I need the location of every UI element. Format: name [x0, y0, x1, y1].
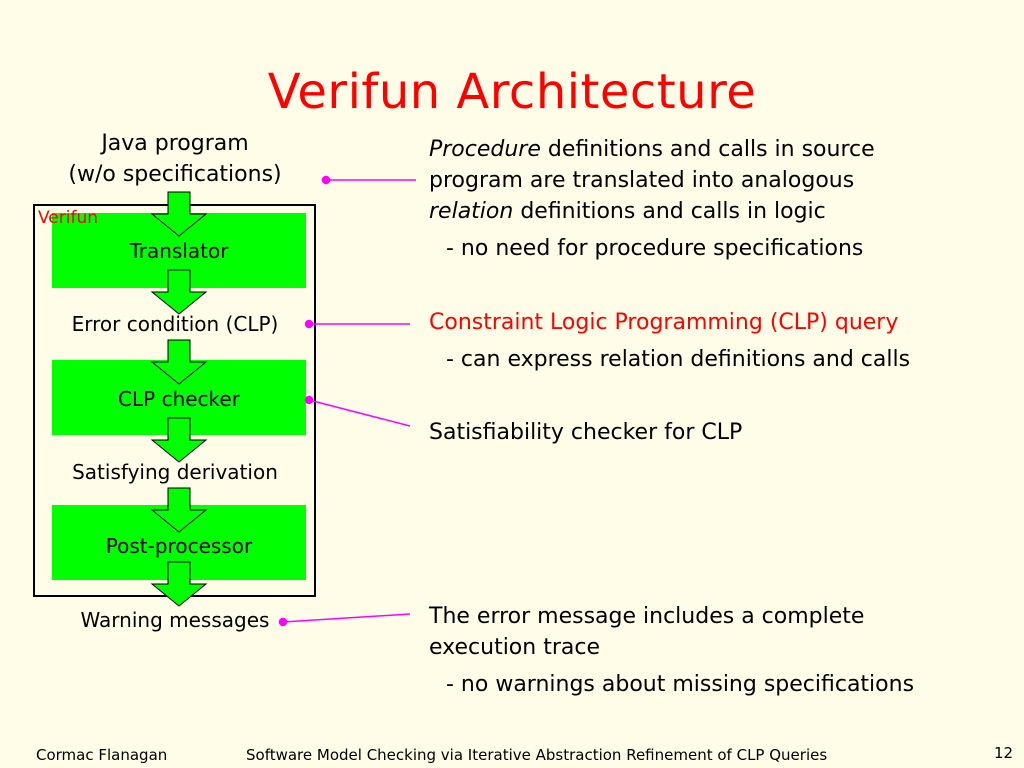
slide-title: Verifun Architecture: [267, 64, 757, 120]
connector-line: [282, 613, 411, 623]
input-label-line2: (w/o specifications): [68, 162, 282, 187]
note-text: definitions and calls in logic: [513, 199, 826, 224]
checker-note: Satisfiability checker for CLP: [429, 420, 743, 445]
output-subnote: - no warnings about missing specificatio…: [446, 672, 915, 697]
emphasis-procedure: Procedure: [429, 137, 541, 162]
footer-title: Software Model Checking via Iterative Ab…: [246, 746, 828, 764]
satisfying-derivation-label: Satisfying derivation: [72, 460, 278, 484]
translator-note-line2: program are translated into analogous: [429, 168, 855, 193]
flow-arrow: [150, 339, 208, 385]
flow-arrow: [150, 561, 208, 607]
error-condition-label: Error condition (CLP): [71, 312, 279, 336]
clp-checker-label: CLP checker: [118, 387, 240, 411]
flow-arrow: [150, 191, 208, 237]
input-label: Java program (w/o specifications): [45, 128, 305, 190]
translator-note: Procedure definitions and calls in sourc…: [429, 134, 875, 227]
page-number: 12: [994, 744, 1014, 762]
connector-dot: [304, 395, 314, 405]
footer-author: Cormac Flanagan: [36, 746, 168, 764]
verifun-label: Verifun: [38, 208, 99, 228]
translator-note-line3: relation definitions and calls in logic: [429, 196, 875, 227]
flow-arrow: [150, 417, 208, 463]
output-label: Warning messages: [80, 608, 270, 632]
connector-line: [308, 399, 411, 427]
output-note: The error message includes a complete ex…: [429, 601, 864, 663]
connector-dot: [304, 319, 314, 329]
connector-dot: [321, 175, 331, 185]
emphasis-relation: relation: [429, 199, 514, 224]
clp-query-subnote: - can express relation definitions and c…: [446, 347, 911, 372]
output-note-line1: The error message includes a complete: [429, 604, 865, 629]
flow-arrow: [150, 487, 208, 533]
translator-note-line1: Procedure definitions and calls in sourc…: [429, 134, 875, 165]
clp-query-note: Constraint Logic Programming (CLP) query: [429, 310, 899, 335]
connector-dot: [278, 617, 288, 627]
input-label-line1: Java program: [101, 131, 249, 156]
note-text: definitions and calls in source: [540, 137, 875, 162]
translator-label: Translator: [129, 239, 229, 263]
flow-arrow: [150, 269, 208, 315]
translator-subnote: - no need for procedure specifications: [446, 236, 864, 261]
post-processor-label: Post-processor: [105, 534, 253, 558]
output-note-line2: execution trace: [429, 635, 600, 660]
